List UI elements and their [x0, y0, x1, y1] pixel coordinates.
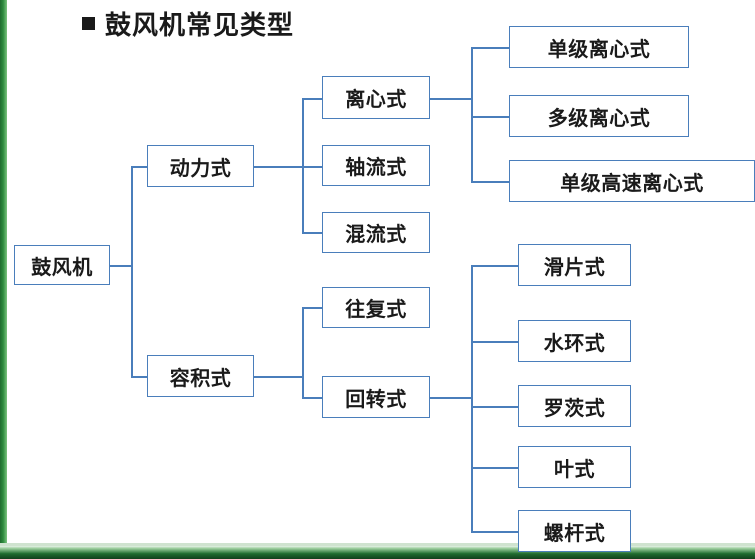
connector-lixin-c3 — [471, 181, 509, 183]
node-level3-danji-gaosu-lixin[interactable]: 单级高速离心式 — [509, 160, 755, 202]
connector-huizhuan-c1 — [471, 265, 518, 267]
connector-huizhuan-trunk — [471, 265, 473, 531]
connector-trunk-to-l1b — [131, 376, 151, 378]
node-level2-huizhuan[interactable]: 回转式 — [322, 376, 430, 418]
node-level3-danji-lixin-label: 单级离心式 — [547, 36, 651, 61]
connector-huizhuan-c2 — [471, 341, 518, 343]
connector-l1b-to-huizhuan — [302, 397, 324, 399]
node-level3-luogan-label: 螺杆式 — [543, 520, 606, 545]
connector-l1b-out — [254, 376, 303, 378]
node-level2-wangfu-label: 往复式 — [345, 297, 407, 321]
connector-l1b-trunk — [302, 307, 304, 397]
connector-huizhuan-c4 — [471, 467, 518, 469]
bottom-accent-bar — [0, 543, 755, 559]
connector-l1a-trunk — [302, 98, 304, 233]
node-level2-zhouliu-label: 轴流式 — [345, 155, 407, 179]
connector-root-out — [110, 265, 132, 267]
left-accent-bar — [0, 0, 7, 559]
connector-trunk-to-l1a — [131, 166, 151, 168]
node-level3-yeshi-label: 叶式 — [554, 456, 595, 481]
connector-huizhuan-out — [430, 397, 472, 399]
connector-huizhuan-c3 — [471, 406, 518, 408]
connector-lixin-out — [430, 98, 472, 100]
node-level3-danji-gaosu-lixin-label: 单级高速离心式 — [560, 170, 704, 195]
connector-huizhuan-c5 — [471, 531, 518, 533]
node-level3-shuihuan-label: 水环式 — [543, 330, 606, 355]
node-level2-lixin[interactable]: 离心式 — [322, 76, 430, 119]
node-level3-luoci-label: 罗茨式 — [543, 395, 606, 420]
node-level3-huapian[interactable]: 滑片式 — [518, 244, 631, 286]
connector-l1a-to-hunliu — [302, 232, 324, 234]
connector-l1b-to-wangfu — [302, 307, 324, 309]
node-root-label: 鼓风机 — [31, 254, 93, 279]
node-level1-rongji[interactable]: 容积式 — [147, 355, 254, 397]
node-level3-shuihuan[interactable]: 水环式 — [518, 320, 631, 362]
node-level2-hunliu-label: 混流式 — [345, 222, 407, 246]
node-root[interactable]: 鼓风机 — [14, 245, 110, 285]
node-level1-rongji-label: 容积式 — [169, 365, 232, 390]
square-bullet-icon — [82, 17, 95, 30]
connector-lixin-c2 — [471, 116, 509, 118]
node-level2-wangfu[interactable]: 往复式 — [322, 287, 430, 328]
node-level3-huapian-label: 滑片式 — [543, 254, 606, 279]
node-level2-hunliu[interactable]: 混流式 — [322, 212, 430, 253]
connector-lixin-c1 — [471, 47, 509, 49]
connector-root-trunk — [131, 166, 133, 377]
connector-l1a-to-zhouliu — [302, 166, 324, 168]
node-level3-duoji-lixin[interactable]: 多级离心式 — [509, 95, 689, 137]
node-level1-dongli[interactable]: 动力式 — [147, 145, 254, 187]
page-title: 鼓风机常见类型 — [82, 5, 294, 42]
node-level2-huizhuan-label: 回转式 — [345, 386, 407, 411]
connector-l1a-out — [254, 166, 303, 168]
connector-l1a-to-lixin — [302, 98, 324, 100]
connector-lixin-trunk — [471, 47, 473, 182]
page-title-text: 鼓风机常见类型 — [105, 11, 295, 41]
node-level2-zhouliu[interactable]: 轴流式 — [322, 145, 430, 186]
node-level2-lixin-label: 离心式 — [345, 87, 407, 111]
node-level3-danji-lixin[interactable]: 单级离心式 — [509, 26, 689, 68]
node-level3-yeshi[interactable]: 叶式 — [518, 446, 631, 488]
node-level3-luogan[interactable]: 螺杆式 — [518, 510, 631, 552]
node-level1-dongli-label: 动力式 — [169, 155, 232, 180]
node-level3-duoji-lixin-label: 多级离心式 — [547, 105, 651, 130]
node-level3-luoci[interactable]: 罗茨式 — [518, 385, 631, 427]
